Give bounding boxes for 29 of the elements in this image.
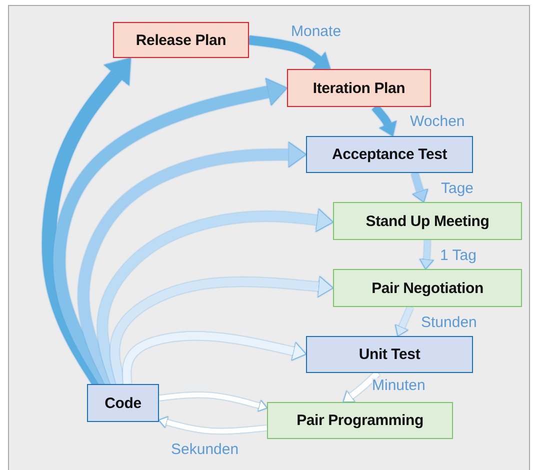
- arrow: [110, 276, 334, 386]
- arrow: [395, 306, 414, 336]
- process-box: [333, 269, 522, 307]
- box-label: Unit Test: [358, 346, 420, 363]
- arrow: [419, 240, 434, 270]
- arrow: [248, 36, 331, 70]
- box-label: Pair Programming: [296, 412, 424, 429]
- edge-label: Tage: [441, 181, 474, 198]
- process-box: [306, 336, 473, 373]
- process-box: [267, 402, 453, 439]
- arrow: [122, 332, 306, 384]
- arrow: [158, 416, 268, 434]
- box-label: Release Plan: [136, 32, 226, 48]
- box-label: Pair Negotiation: [372, 280, 484, 296]
- box-label: Acceptance Test: [332, 146, 448, 163]
- arrow: [78, 142, 306, 386]
- arrow: [158, 392, 268, 412]
- process-box: [333, 202, 522, 240]
- edge-label: 1 Tag: [440, 248, 476, 264]
- process-box: [287, 69, 431, 107]
- arrow: [97, 208, 334, 386]
- arrow: [411, 172, 428, 202]
- process-box: [87, 384, 159, 422]
- box-label: Iteration Plan: [312, 80, 406, 96]
- box-label: Stand Up Meeting: [366, 212, 490, 230]
- box-label: Code: [104, 394, 142, 412]
- process-box: [306, 136, 473, 173]
- arrow: [342, 370, 380, 402]
- process-box: [113, 22, 249, 58]
